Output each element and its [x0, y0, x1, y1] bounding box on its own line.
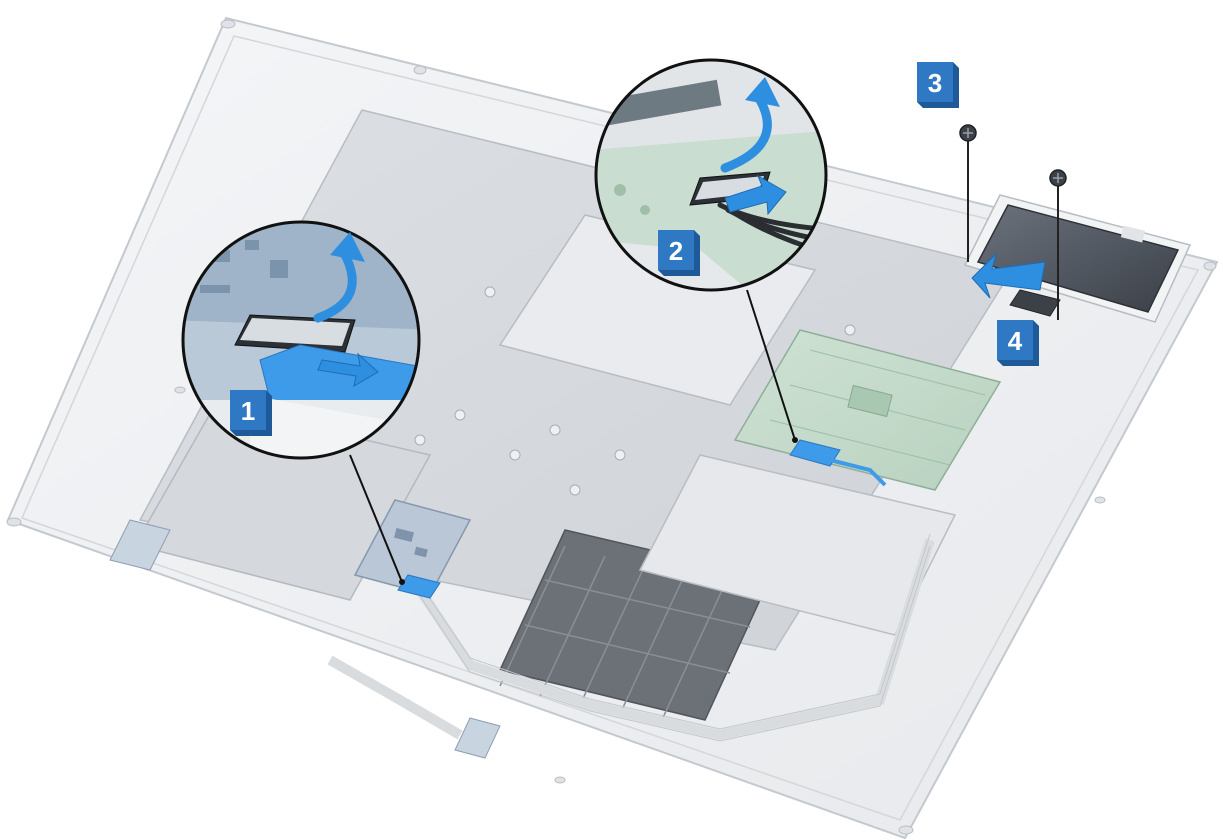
callout-leader-2 [746, 289, 796, 441]
straight-arrow-icon [971, 252, 1046, 299]
screw-icon [959, 124, 977, 262]
touchpad-area [638, 454, 957, 636]
step-label-3: 3 [928, 68, 942, 98]
curved-arrow-icon [313, 232, 365, 323]
flex-cable [327, 538, 935, 741]
step-label-4: 4 [1008, 326, 1023, 356]
mounting-posts [6, 19, 1217, 835]
straight-arrow-icon [317, 352, 379, 387]
straight-arrow-icon [724, 174, 787, 216]
curved-arrow-icon [720, 77, 780, 173]
step-badge-1: 1 [230, 390, 272, 436]
touchpad-cable-tab [789, 439, 887, 487]
smart-card-reader [963, 194, 1192, 323]
step-label-1: 1 [241, 396, 255, 426]
step-badge-2: 2 [658, 230, 700, 276]
step-badge-4: 4 [997, 320, 1039, 366]
callout-leader-1 [349, 454, 403, 583]
callout-magnifier [181, 220, 421, 460]
step-badge-3: 3 [917, 62, 959, 108]
screw-icon [1049, 169, 1067, 320]
ush-cable-tab [397, 574, 441, 599]
io-connectors [109, 519, 501, 759]
lower-left-shield [133, 404, 432, 601]
step-label-2: 2 [669, 236, 683, 266]
